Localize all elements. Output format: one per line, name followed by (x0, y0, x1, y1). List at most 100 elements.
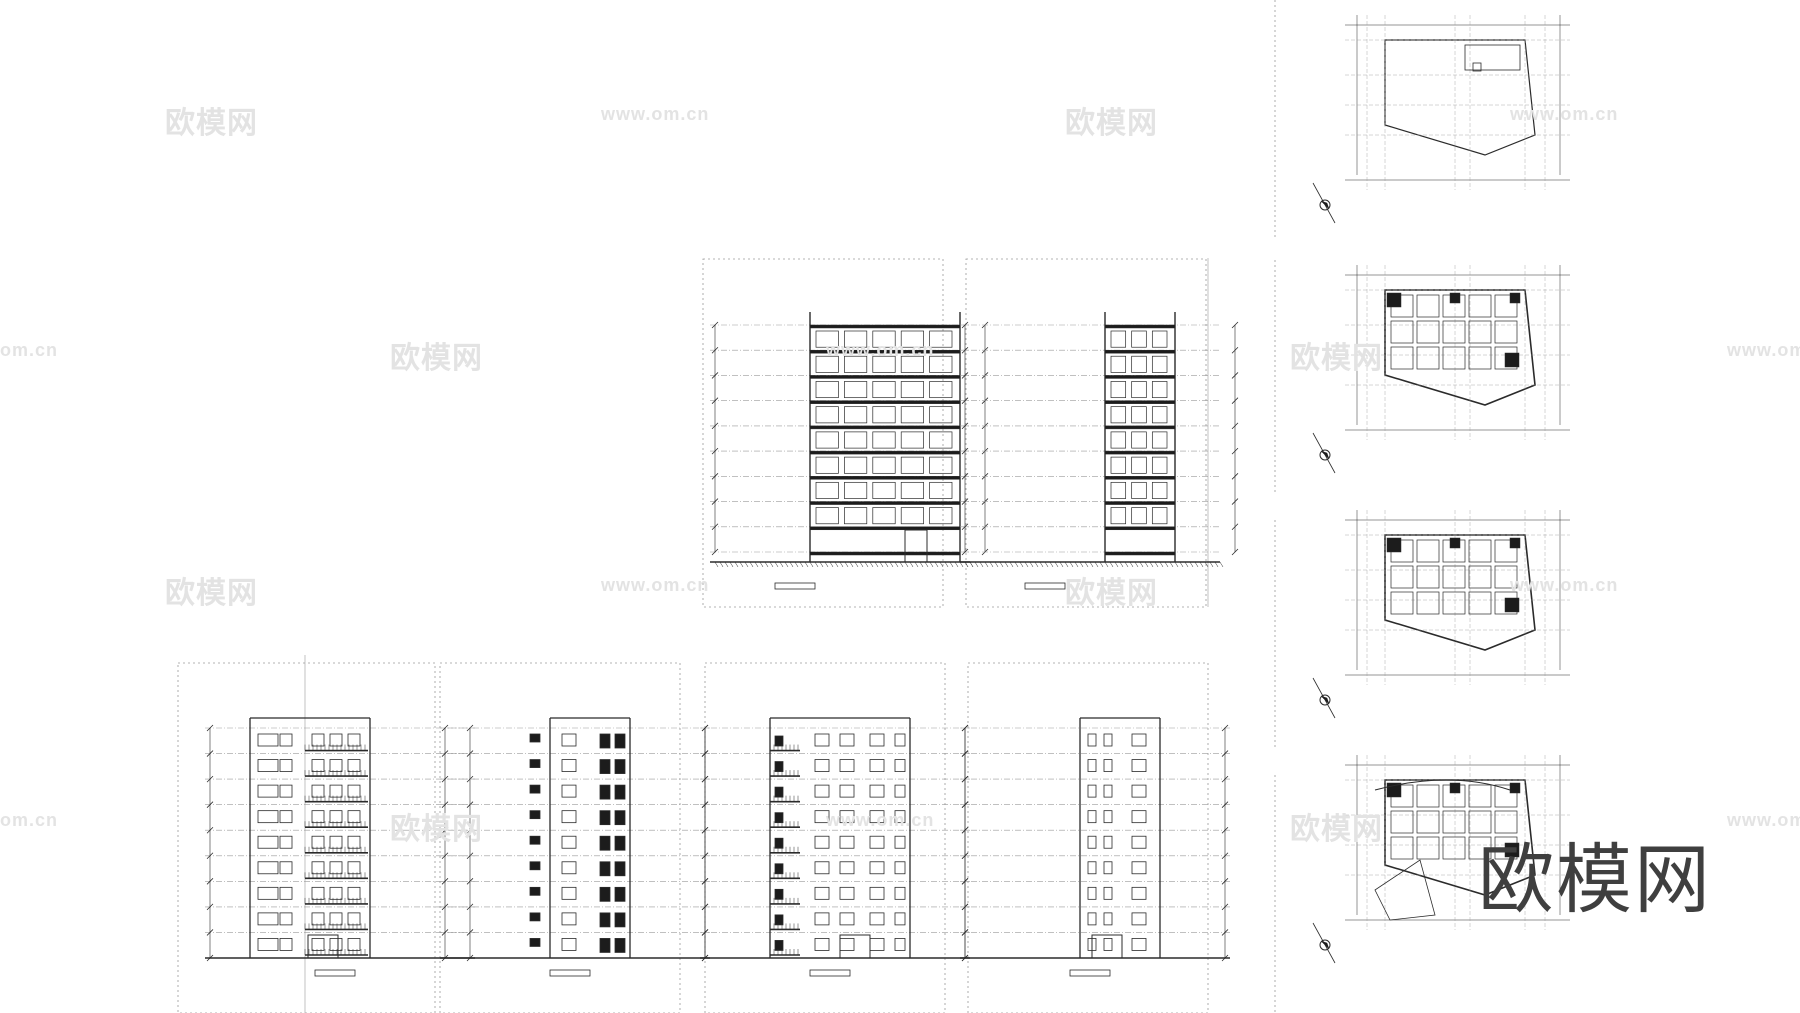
ground-hatch (804, 561, 809, 568)
dimension-tick (711, 523, 719, 531)
ground-hatch (789, 561, 794, 568)
ground-hatch (1024, 561, 1029, 568)
window (279, 733, 293, 747)
window (894, 810, 906, 824)
window (839, 912, 855, 926)
ground-hatch (714, 561, 719, 568)
dimension-tick (711, 473, 719, 480)
dimension-tick (441, 750, 449, 757)
floor-slab (1104, 425, 1176, 430)
dimension-tick (1231, 372, 1239, 379)
north-arrow-head (1320, 940, 1330, 950)
window (774, 863, 784, 875)
room-outline (1151, 330, 1168, 348)
window (329, 835, 343, 849)
window (257, 733, 279, 747)
dimension-tick (961, 903, 969, 911)
room-outline (872, 456, 896, 474)
ground-hatch (1089, 561, 1094, 568)
window (347, 912, 361, 926)
window (329, 733, 343, 747)
window (311, 886, 325, 900)
ground-hatch (754, 561, 759, 568)
ground-hatch (1124, 561, 1129, 568)
room-outline (1151, 431, 1168, 449)
typical-floor-plan-b (1312, 510, 1570, 719)
ground-hatch (1004, 561, 1009, 568)
window (529, 886, 541, 896)
room-outline (1442, 346, 1466, 370)
room-outline (1442, 836, 1466, 860)
sheet-frame (704, 662, 946, 1013)
watermark-cn: 欧模网 (1065, 106, 1158, 141)
room-outline (929, 406, 953, 424)
dimension-tick (1231, 346, 1239, 354)
dimension-tick (206, 826, 214, 834)
ground-hatch (1034, 561, 1039, 568)
room-outline (1131, 456, 1147, 474)
room-outline (900, 481, 924, 499)
ground-hatch (904, 561, 909, 568)
window (814, 810, 830, 824)
dimension-tick (711, 397, 719, 404)
watermark-url: www.om.cn (1510, 104, 1619, 124)
ground-hatch (1119, 561, 1124, 568)
dimension-tick (961, 422, 969, 430)
roof-hatch (1472, 62, 1482, 72)
window (599, 733, 611, 749)
dimension-tick (1231, 397, 1239, 404)
room-outline (929, 481, 953, 499)
ground-hatch (744, 561, 749, 568)
window (257, 861, 279, 875)
dimension-tick (701, 724, 709, 732)
dimension-tick (961, 523, 969, 531)
window (839, 784, 855, 798)
building-section-b (960, 312, 1239, 590)
dimension-tick (961, 498, 969, 505)
ground-hatch (1164, 561, 1169, 568)
window (814, 861, 830, 875)
ground-hatch (1064, 561, 1069, 568)
window (561, 938, 577, 951)
ground-hatch (1144, 561, 1149, 568)
room-outline (900, 456, 924, 474)
window (1131, 861, 1147, 875)
room-outline (844, 330, 868, 348)
ground-hatch (824, 561, 829, 568)
core-block (1386, 292, 1402, 308)
dimension-tick (961, 346, 969, 354)
ground-hatch (994, 561, 999, 568)
window (814, 759, 830, 772)
dimension-tick (206, 903, 214, 911)
road-curve (1374, 779, 1511, 791)
window (599, 759, 611, 774)
room-outline (872, 330, 896, 348)
floor-slab (1104, 476, 1176, 480)
dimension-tick (1221, 903, 1229, 911)
plan-outline (1384, 39, 1536, 156)
watermark-cn: 欧模网 (1290, 341, 1383, 376)
room-outline (815, 481, 839, 499)
dimension-tick (1221, 878, 1229, 885)
room-outline (1468, 810, 1492, 834)
room-outline (1131, 381, 1147, 399)
room-outline (1468, 784, 1492, 808)
dimension-tick (1231, 422, 1239, 430)
ground-hatch (1189, 561, 1194, 568)
north-arrow-ring (1319, 199, 1331, 211)
ground-hatch (929, 561, 934, 568)
dimension-tick (701, 775, 709, 783)
elevation-west (960, 717, 1230, 977)
window (529, 784, 541, 794)
floor-slab (809, 375, 961, 379)
ground-hatch (884, 561, 889, 568)
window (1131, 938, 1147, 951)
room-outline (844, 355, 868, 373)
ground-hatch (879, 561, 884, 568)
ground-hatch (989, 561, 994, 568)
ground-hatch (1204, 561, 1209, 568)
ground-hatch (1179, 561, 1184, 568)
dimension-tick (1231, 523, 1239, 531)
window (279, 835, 293, 849)
window (614, 733, 626, 749)
